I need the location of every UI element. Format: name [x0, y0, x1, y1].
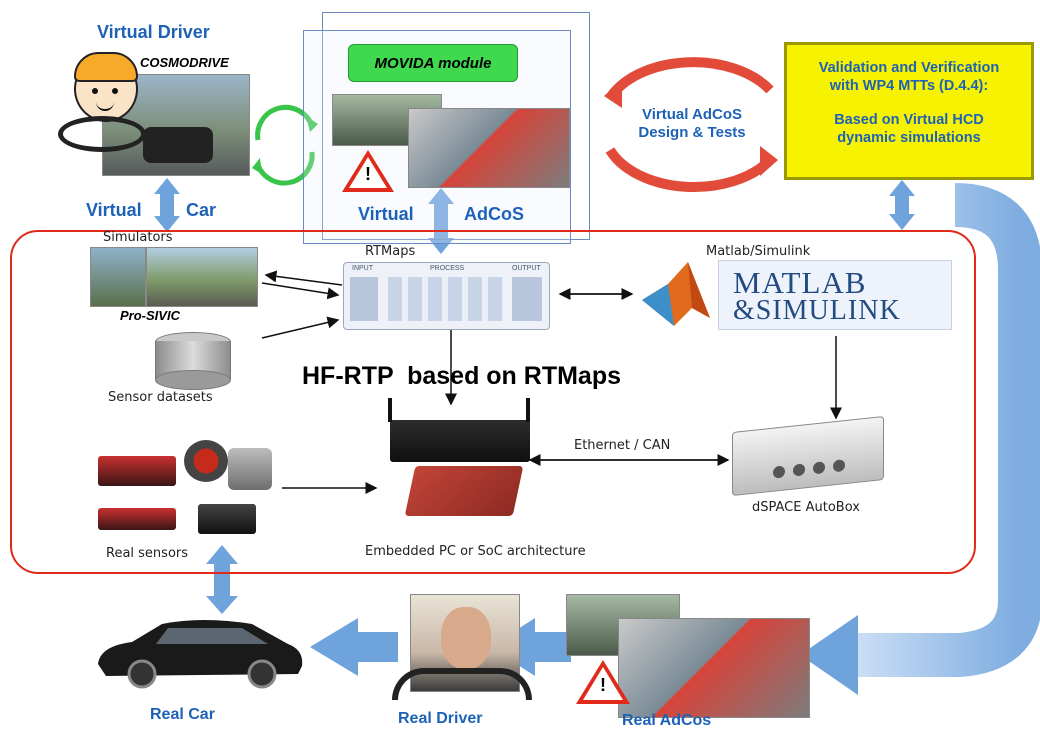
- validation-double-arrow: [889, 180, 915, 230]
- feedback-arrow: [850, 183, 1040, 677]
- pro-sivic-label: Pro-SIVIC: [120, 308, 180, 323]
- camera-sensor-2-icon: [98, 508, 176, 530]
- warning-icon-inner: [349, 157, 387, 188]
- validation-line2: with WP4 MTTs (D.4.4):: [829, 78, 989, 94]
- embedded-pc-label: Embedded PC or SoC architecture: [365, 544, 586, 559]
- hf-rtp-frame: [10, 230, 976, 574]
- movida-module-box: MOVIDA module: [348, 44, 518, 82]
- cosmodrive-label: COSMODRIVE: [140, 55, 229, 70]
- real-sensors-double-arrow: [206, 545, 238, 614]
- real-driver-label: Real Driver: [398, 710, 483, 727]
- rtmaps-input-block: [350, 277, 378, 321]
- steering-wheel-icon: [58, 116, 146, 152]
- rtmaps-diagram: INPUT PROCESS OUTPUT: [343, 262, 550, 330]
- real-adcos-label: Real AdCos: [622, 712, 712, 729]
- database-icon: [155, 332, 231, 390]
- matlab-simulink-banner: MATLAB &SIMULINK: [718, 260, 952, 330]
- camera-sensor-icon: [98, 456, 176, 486]
- virtual-adcos-design-label: Virtual AdCoS Design & Tests: [622, 106, 762, 142]
- validation-line1: Validation and Verification: [818, 60, 1000, 76]
- virtual-driver-title: Virtual Driver: [97, 22, 210, 42]
- virtual-adcos-design-line1: Virtual AdCoS: [641, 106, 742, 123]
- ethernet-can-label: Ethernet / CAN: [574, 438, 671, 453]
- rtmaps-tab-input: INPUT: [352, 265, 373, 272]
- real-warning-icon-inner: [583, 667, 623, 700]
- virtual-adcos-design-line2: Design & Tests: [638, 124, 746, 141]
- real-sensors-label: Real sensors: [106, 546, 189, 561]
- matlab-wordmark: MATLAB: [733, 265, 867, 300]
- virtual-car-double-arrow: [154, 178, 180, 232]
- validation-box: Validation and Verification with WP4 MTT…: [784, 42, 1034, 180]
- steering-wheel-icon: [392, 668, 532, 700]
- matlab-simulink-label: Matlab/Simulink: [706, 244, 811, 259]
- real-car-icon: [92, 612, 306, 690]
- cube-back: [322, 12, 590, 240]
- sensor-unit-icon: [228, 448, 272, 490]
- driver-cap: [74, 52, 138, 82]
- matlab-logo-icon: [638, 256, 714, 330]
- car-silhouette: [143, 127, 213, 163]
- green-cycle-icon: [252, 104, 318, 186]
- driver-mouth: [96, 102, 114, 111]
- real-car-label: Real Car: [150, 706, 215, 723]
- driver-eye: [92, 88, 98, 94]
- rtmaps-process-block: [388, 277, 504, 321]
- simulators-label: Simulators: [103, 230, 173, 245]
- warning-icon: !: [342, 150, 394, 192]
- virtual-adcos-label-left: Virtual: [358, 204, 414, 224]
- rtmaps-label: RTMaps: [365, 244, 416, 259]
- adcos-screen-2: [408, 108, 570, 188]
- feedback-arrowhead: [800, 615, 858, 695]
- lidar-sensor-icon: [198, 504, 256, 534]
- red-cycle-icon: [604, 57, 778, 193]
- hf-rtp-title: HF-RTP based on RTMaps: [302, 362, 622, 390]
- radar-sensor-icon: [184, 440, 228, 482]
- warning-exclamation: !: [365, 164, 371, 184]
- simulink-wordmark: &SIMULINK: [733, 295, 901, 326]
- real-adcos-screen-2: [618, 618, 810, 718]
- validation-line3: Based on Virtual HCD: [834, 112, 984, 128]
- virtual-car-label-left: Virtual: [86, 200, 142, 220]
- real-warning-exclamation: !: [600, 675, 606, 695]
- rtmaps-tab-process: PROCESS: [430, 265, 465, 272]
- dspace-autobox-label: dSPACE AutoBox: [752, 500, 860, 515]
- virtual-car-label-right: Car: [186, 200, 217, 220]
- validation-line4: dynamic simulations: [837, 130, 981, 146]
- cartoon-driver-head: [74, 52, 138, 122]
- real-driver-face: [441, 607, 491, 669]
- adcos-to-driver-arrow: [490, 618, 571, 676]
- simulator-thumbnail-2: [146, 247, 258, 307]
- embedded-pc-icon: [388, 398, 530, 462]
- driver-to-car-arrow: [310, 618, 398, 676]
- rtmaps-output-block: [512, 277, 542, 321]
- virtual-adcos-label-right: AdCoS: [464, 204, 524, 224]
- sensor-datasets-label: Sensor datasets: [108, 390, 213, 405]
- simulator-thumbnail-1: [90, 247, 146, 307]
- rtmaps-tab-output: OUTPUT: [512, 265, 541, 272]
- driver-eye: [112, 88, 118, 94]
- real-warning-icon: !: [576, 660, 630, 704]
- soc-board-icon: [404, 466, 524, 516]
